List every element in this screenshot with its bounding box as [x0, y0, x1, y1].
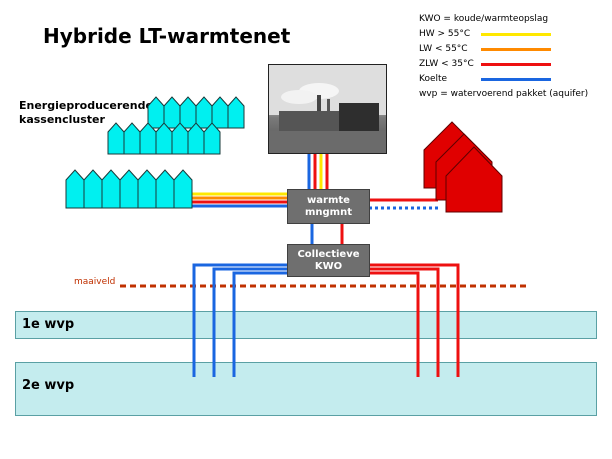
legend-kwo: KWO = koude/warmteopslag	[419, 14, 549, 24]
cold-well-3	[232, 271, 287, 377]
legend-hw-swatch	[481, 33, 551, 36]
warmte-mngmnt-box: warmte mngmnt	[287, 189, 370, 224]
warmte-mngmnt-line-2: mngmnt	[304, 206, 353, 218]
diagram-title: Hybride LT-warmtenet	[43, 24, 291, 48]
aquifer-layer-1-label: 1e wvp	[22, 317, 75, 332]
collectieve-kwo-line-1: Collectieve	[297, 248, 360, 260]
cluster-label-line-1: Energieproducerende	[19, 99, 153, 112]
warm-well-3	[368, 271, 420, 377]
warm-well-1	[368, 263, 460, 377]
maaiveld-label: maaiveld	[74, 277, 116, 287]
collectieve-kwo-box: Collectieve KWO	[287, 244, 370, 277]
greenhouse-cluster-icon	[65, 96, 245, 209]
collectieve-kwo-line-2: KWO	[314, 260, 343, 272]
factory-photo-drawing	[269, 65, 386, 153]
legend-lw-swatch	[481, 48, 551, 51]
cluster-label: Energieproducerende kassencluster	[19, 99, 153, 127]
legend-wvp: wvp = watervoerend pakket (aquifer)	[419, 89, 589, 99]
legend-hw: HW > 55°C	[419, 29, 471, 39]
aquifer-layer-2-label: 2e wvp	[22, 378, 75, 393]
legend-koelte-swatch	[481, 78, 551, 81]
warmte-mngmnt-line-1: warmte	[307, 194, 350, 206]
cold-well-2	[212, 267, 287, 377]
legend-zlw: ZLW < 35°C	[419, 59, 474, 69]
cold-well-1	[192, 263, 287, 377]
legend-zlw-swatch	[481, 63, 551, 66]
aquifer-layer-2: 2e wvp	[15, 362, 597, 416]
aquifer-layer-1: 1e wvp	[15, 311, 597, 339]
cluster-label-line-2: kassencluster	[19, 113, 105, 126]
legend: KWO = koude/warmteopslag HW > 55°C LW < …	[419, 12, 609, 112]
factory-photo	[268, 64, 387, 154]
legend-lw: LW < 55°C	[419, 44, 468, 54]
legend-koelte: Koelte	[419, 74, 448, 84]
houses-icon	[423, 121, 503, 213]
warm-well-2	[368, 267, 440, 377]
